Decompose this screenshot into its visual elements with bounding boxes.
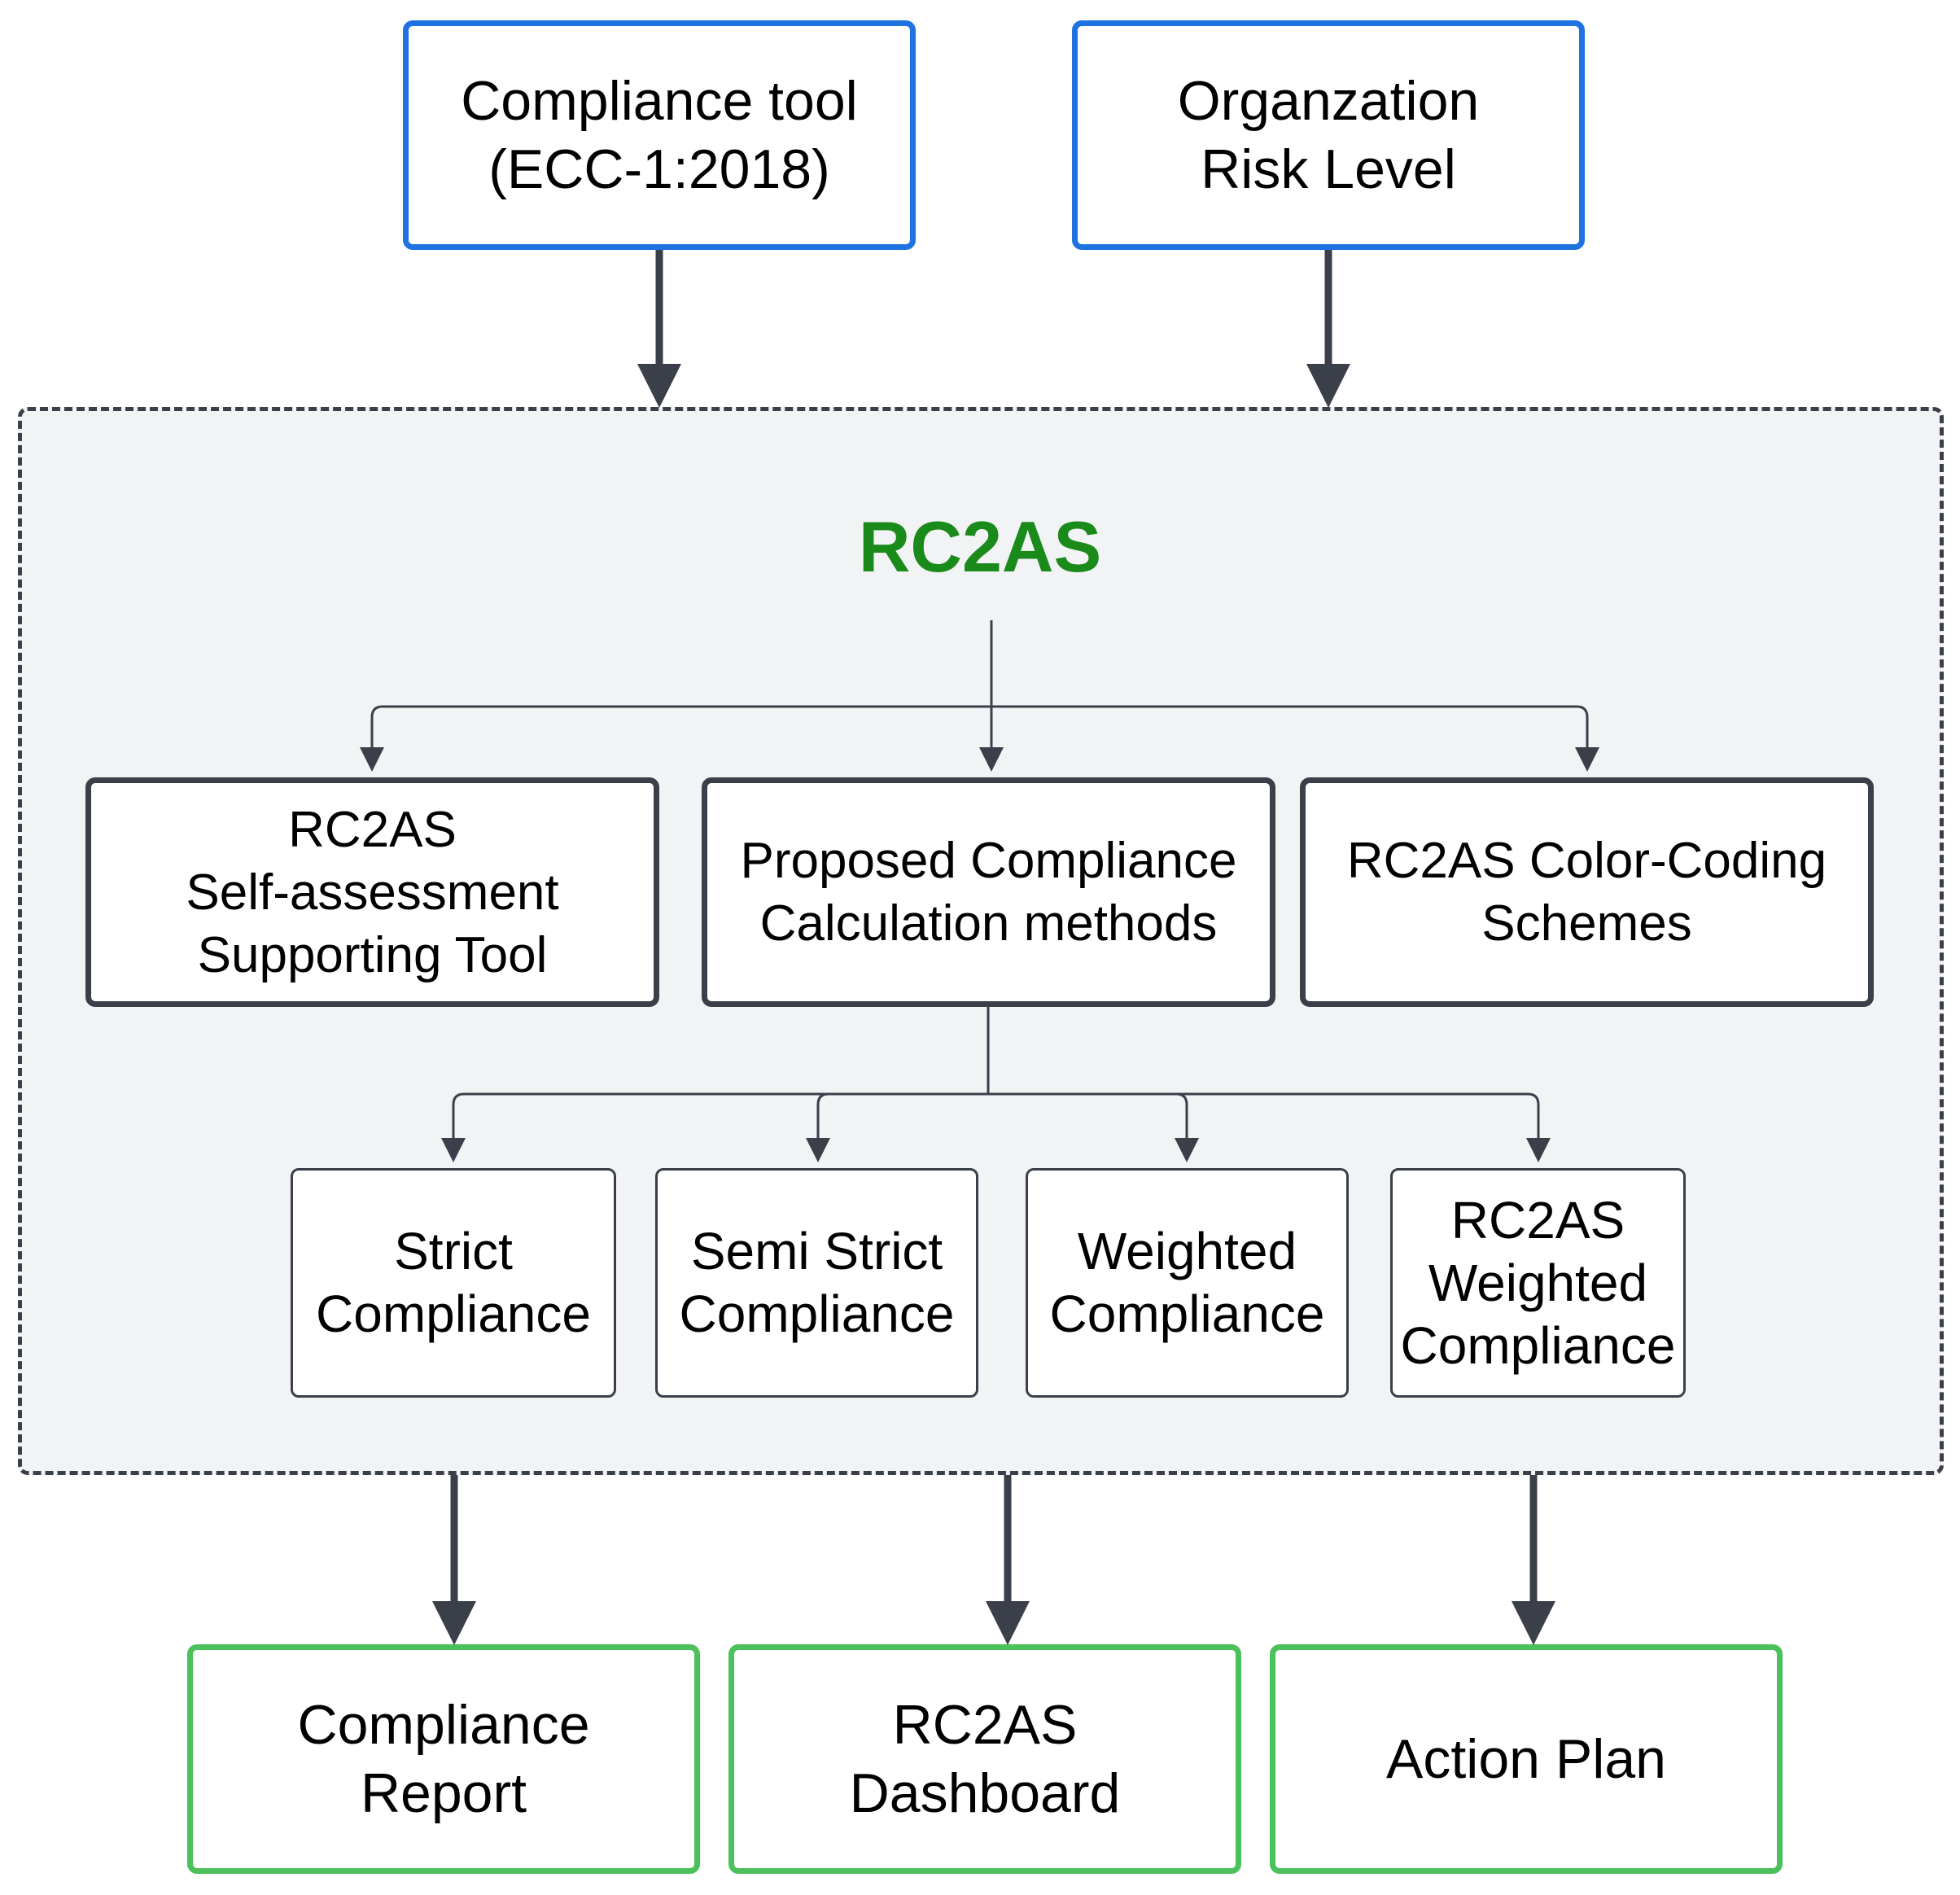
- method-rc2as-weighted-compliance: RC2AS Weighted Compliance: [1390, 1168, 1686, 1398]
- method-semi-strict-compliance: Semi Strict Compliance: [655, 1168, 978, 1398]
- output-report-label: Compliance Report: [297, 1694, 590, 1824]
- connector-to-self-assessment: [360, 705, 991, 772]
- component-color-coding-label: RC2AS Color-Coding Schemes: [1346, 833, 1827, 952]
- output-action-plan-label: Action Plan: [1386, 1728, 1666, 1790]
- connector-to-semi-strict: [806, 1092, 988, 1162]
- output-action-plan: Action Plan: [1270, 1644, 1783, 1874]
- method-strict-compliance: Strict Compliance: [291, 1168, 616, 1398]
- output-rc2as-dashboard: RC2AS Dashboard: [728, 1644, 1241, 1874]
- component-self-assessment-tool: RC2AS Self-assessment Supporting Tool: [85, 777, 659, 1007]
- input-organization-risk-level: Organzation Risk Level: [1072, 20, 1585, 250]
- method-weighted-label: Weighted Compliance: [1049, 1222, 1325, 1343]
- method-weighted-compliance: Weighted Compliance: [1026, 1168, 1349, 1398]
- system-title: RC2AS: [858, 506, 1102, 587]
- connector-to-weighted: [988, 1092, 1199, 1162]
- input-compliance-tool-label: Compliance tool (ECC-1:2018): [461, 70, 858, 200]
- connector-to-rc2as-weighted: [988, 1092, 1551, 1162]
- method-semi-strict-label: Semi Strict Compliance: [679, 1222, 955, 1343]
- connector-to-strict: [441, 1092, 988, 1162]
- input-compliance-tool: Compliance tool (ECC-1:2018): [403, 20, 916, 250]
- component-calculation-methods: Proposed Compliance Calculation methods: [702, 777, 1275, 1007]
- output-dashboard-label: RC2AS Dashboard: [849, 1694, 1121, 1824]
- method-strict-label: Strict Compliance: [316, 1222, 591, 1343]
- input-risk-level-label: Organzation Risk Level: [1177, 70, 1480, 200]
- output-compliance-report: Compliance Report: [187, 1644, 700, 1874]
- connector-to-color-coding: [991, 705, 1599, 772]
- method-rc2as-weighted-label: RC2AS Weighted Compliance: [1400, 1190, 1676, 1375]
- component-self-assessment-label: RC2AS Self-assessment Supporting Tool: [186, 801, 559, 983]
- component-color-coding-schemes: RC2AS Color-Coding Schemes: [1300, 777, 1874, 1007]
- component-calculation-label: Proposed Compliance Calculation methods: [740, 833, 1237, 952]
